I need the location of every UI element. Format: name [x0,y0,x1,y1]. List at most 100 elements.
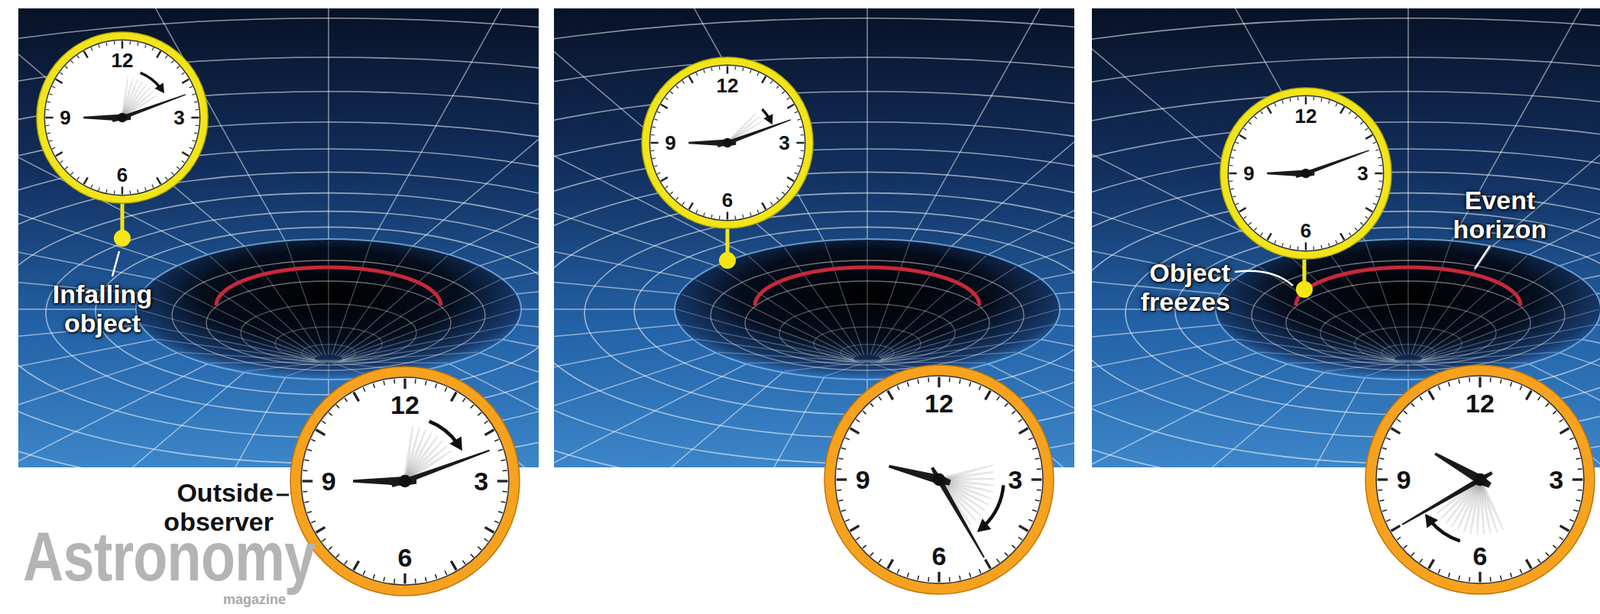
clock-tick [836,468,842,470]
clock-tick [1348,111,1351,115]
clock-tick [781,91,784,94]
clock-tick [1282,100,1283,104]
clock-tick [660,104,668,109]
clock-dial [44,39,200,195]
clock-tick [761,76,766,84]
clock-tick [485,527,495,533]
grid-spoke [1053,324,1075,399]
clock-tick [1373,203,1377,205]
grid-spoke [519,308,539,311]
horizon-label: Event horizon [1431,185,1569,244]
clock-number: 6 [722,190,733,211]
motion-arrow [140,72,161,88]
grid-spoke [1580,136,1600,280]
clock-ring [824,365,1054,595]
clock-tick [1489,577,1492,583]
clock-tick [1552,545,1556,549]
clock-tick [1576,500,1581,502]
clock-tick [121,186,124,195]
clock-tick [703,69,705,73]
clock-tick [1537,396,1541,401]
clock-dial [1227,95,1383,251]
funnel-spoke [1407,240,1409,356]
grid-spoke [1058,308,1075,311]
clock-tick [794,172,798,175]
clock-tick [113,41,116,45]
clock-tick [1297,97,1299,101]
funnel-spoke [1421,309,1600,360]
clock-tick [47,132,51,134]
funnel-spoke [1407,362,1409,379]
clock-tick [1320,245,1322,249]
clock-tick [1458,379,1460,385]
clock-tick [77,177,80,181]
clock-tick [750,212,752,216]
object-label: Object freezes [1096,258,1231,317]
clock-tick [393,378,396,384]
infalling-object-dot [113,229,131,247]
funnel-spoke [824,242,865,356]
clock-tick [836,489,842,492]
clock-tick [106,189,108,193]
clock-tick [501,502,506,503]
grid-spoke [553,324,681,399]
grid-spoke [18,362,210,468]
clock-tick [383,577,385,583]
funnel-spoke [209,362,321,363]
clock-tick [794,111,798,114]
ghost-hand [117,86,152,123]
grid-spoke [986,8,1075,256]
clock-number: 3 [778,132,790,153]
funnel-spoke [246,247,324,357]
clock-tick [887,391,894,401]
clock-tick [1373,142,1377,144]
clock-tick [310,439,316,441]
grid-spoke [1016,61,1075,267]
clock-tick [1510,382,1513,387]
funnel-spoke [748,362,859,363]
clock-tick [1031,478,1043,481]
clock-tick [1411,403,1415,407]
clock-tick [1348,233,1351,237]
clock-tick [897,385,899,391]
clock-tick [136,189,139,193]
clock-tick [1510,573,1513,578]
funnel-spoke [1418,352,1558,362]
grid-spoke [1091,352,1260,468]
clock-tick [870,552,874,556]
clock-tick [1569,437,1575,440]
clock-tick [845,437,850,440]
funnel [1215,239,1600,380]
grid-spoke [553,220,681,295]
clock-tick [800,134,804,137]
clock-tick [978,569,981,574]
clock-number: 9 [664,132,676,153]
clock-tick [477,412,481,416]
clock-tick [414,378,417,384]
motion-arrow [429,421,458,444]
grid-spoke [371,8,539,243]
clock-tick [1576,458,1581,460]
clock-tick [1365,216,1369,219]
motion-arrow [984,485,1004,526]
funnel-spoke [142,324,315,360]
clock-tick [1011,545,1015,549]
funnel-spoke [209,255,321,357]
clock-tick [969,573,972,578]
clock-tick [328,547,332,551]
funnel-spoke [1221,324,1395,360]
funnel-spoke [336,255,448,357]
clock-tick [435,574,438,580]
funnel-spoke [1289,362,1400,363]
clock-tick [670,91,673,94]
clock-number: 12 [716,75,739,96]
clock-tick [799,157,803,159]
clock-tick [1560,428,1570,435]
clock-tick [1559,537,1564,541]
clock-tick [696,72,698,76]
clock-tick [302,479,314,483]
funnel-spoke [784,362,862,373]
funnel-spoke [1289,255,1400,357]
clock-tick [1232,196,1236,198]
clock-tick [1525,560,1532,570]
